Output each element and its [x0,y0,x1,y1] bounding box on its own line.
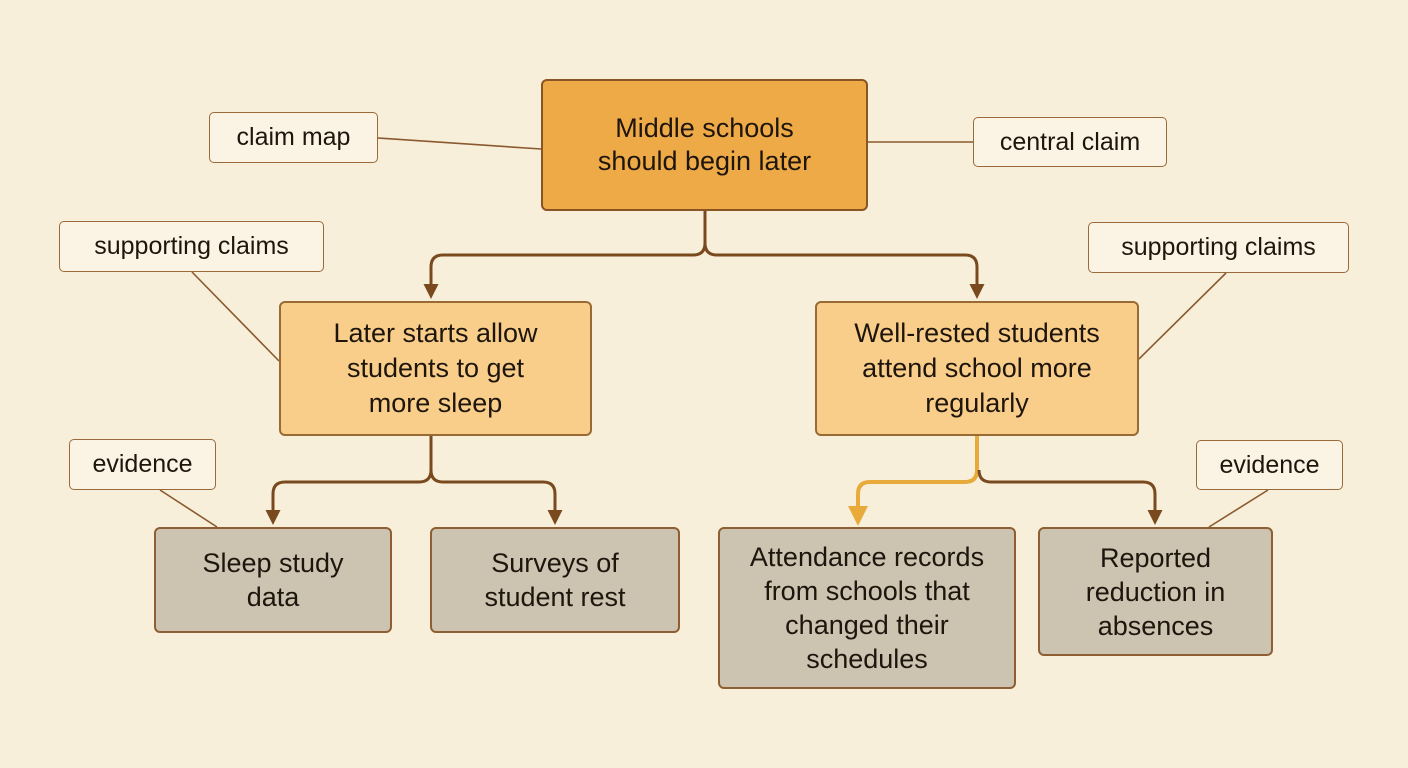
evidence-text: Surveys of student rest [484,546,625,614]
central-claim-box: Middle schools should begin later [541,79,868,211]
central-claim-line: should begin later [597,146,812,176]
evidence-line: Sleep study [202,548,344,578]
leader-claim-map [377,137,542,150]
supporting-claim-line: Well-rested students [854,318,1100,348]
evidence-line: reduction in [1085,576,1226,607]
label-evidence-right: evidence [1196,440,1343,490]
evidence-box-attendance-records: Attendance records from schools that cha… [718,527,1016,689]
supporting-claim-line: students to get [346,353,525,383]
evidence-line: from schools that [764,576,970,606]
label-supporting-claims-left: supporting claims [59,221,324,272]
evidence-line: schedules [806,644,928,674]
connector-claim-right-to-attendance-records [848,436,979,526]
leader-supporting-left [191,271,280,362]
label-central-claim: central claim [973,117,1167,167]
evidence-line: data [246,582,300,612]
supporting-claim-text: Well-rested students attend school more … [854,316,1100,421]
connector-root-to-claim-right [703,242,985,299]
evidence-line: absences [1097,610,1214,641]
central-claim-line: Middle schools [615,113,794,143]
supporting-claim-box-sleep: Later starts allow students to get more … [279,301,592,436]
evidence-text: Attendance records from schools that cha… [750,540,984,676]
supporting-claim-text: Later starts allow students to get more … [333,316,537,421]
connector-root-to-claim-left [423,211,707,299]
evidence-line: student rest [484,582,626,612]
evidence-line: Attendance records [749,542,985,572]
label-supporting-claims-right: supporting claims [1088,222,1349,273]
evidence-box-sleep-study: Sleep study data [154,527,392,633]
evidence-text: Reported reduction in absences [1086,541,1226,643]
leader-supporting-right [1138,272,1227,360]
evidence-line: Surveys of [491,548,619,578]
supporting-claim-line: regularly [925,388,1029,418]
central-claim-text: Middle schools should begin later [598,112,811,178]
evidence-box-reduction-absences: Reported reduction in absences [1038,527,1273,656]
connector-claim-right-to-reduction [977,469,1163,525]
supporting-claim-line: Later starts allow [333,318,538,348]
supporting-claim-line: more sleep [368,388,503,418]
evidence-line: Reported [1099,542,1212,573]
connector-claim-left-to-surveys [429,469,563,525]
evidence-box-surveys: Surveys of student rest [430,527,680,633]
evidence-text: Sleep study data [202,546,343,614]
supporting-claim-box-attendance: Well-rested students attend school more … [815,301,1139,436]
leader-evidence-left [159,489,218,528]
supporting-claim-line: attend school more [862,353,1092,383]
connector-claim-left-to-sleep-study [265,436,433,525]
evidence-line: changed their [785,610,949,640]
label-claim-map: claim map [209,112,378,163]
label-evidence-left: evidence [69,439,216,490]
leader-evidence-right [1208,489,1269,528]
